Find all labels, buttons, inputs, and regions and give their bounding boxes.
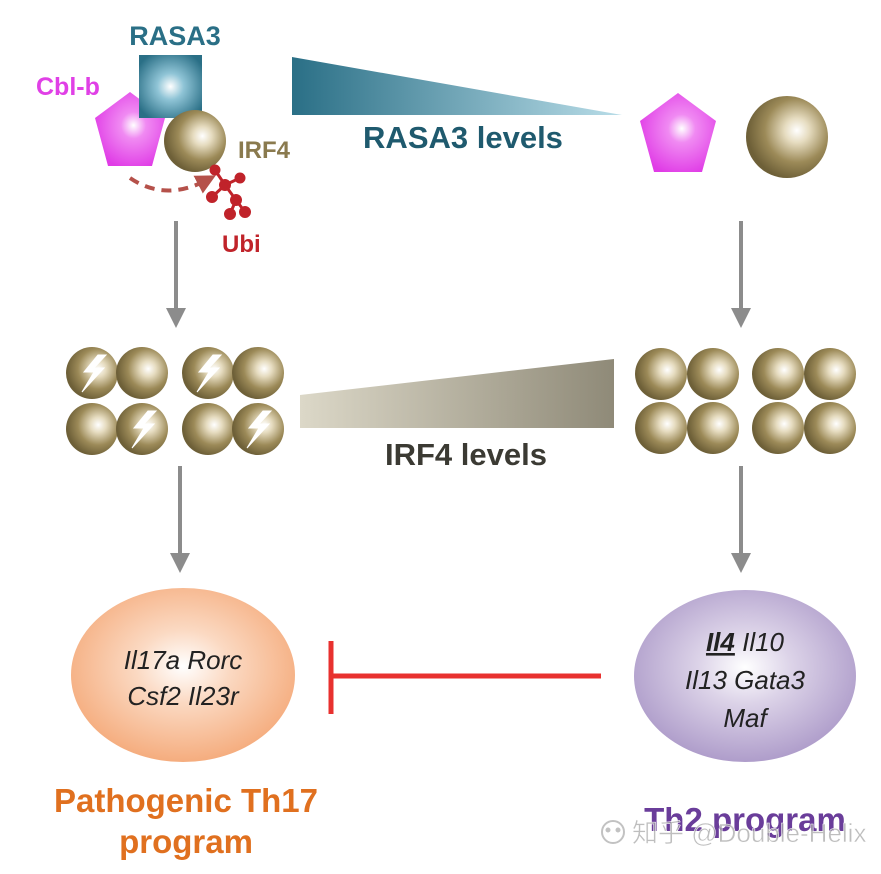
th17-genes-oval (71, 588, 295, 762)
th2-genes-oval (634, 590, 856, 762)
irf4-stable-cluster (635, 348, 856, 454)
watermark-text: 知乎 @Double-Helix (632, 818, 866, 848)
il4-gene-emphasis: Il4 (706, 627, 735, 657)
irf4-levels-label: IRF4 levels (385, 437, 547, 472)
th2-genes-line1: Il4 Il10 (706, 627, 785, 657)
th2-program-label: Th2 program (644, 801, 846, 838)
irf4-levels-wedge (300, 359, 614, 428)
th17-program-label-line2: program (119, 823, 253, 860)
th17-program-label-line1: Pathogenic Th17 (54, 782, 318, 819)
irf4-label: IRF4 (238, 137, 291, 164)
ubiquitin-chain-icon (206, 164, 251, 220)
cblb-free-pentagon (640, 93, 716, 172)
rasa3-square (139, 55, 202, 118)
irf4-degraded-cluster (66, 347, 284, 455)
th2-genes-line3: Maf (723, 703, 769, 733)
th17-genes-line2: Csf2 Il23r (127, 681, 240, 711)
rasa3-levels-wedge (292, 57, 622, 115)
ubi-label: Ubi (222, 231, 261, 258)
th17-genes-line1: Il17a Rorc (124, 645, 243, 675)
th2-genes-line2: Il13 Gata3 (685, 665, 806, 695)
irf4-ball (164, 110, 226, 172)
ubiquitination-dashed-arrow (128, 175, 216, 194)
rasa3-levels-label: RASA3 levels (363, 120, 563, 155)
inhibition-bar (328, 641, 601, 714)
il10-gene: Il10 (735, 627, 785, 657)
watermark-logo-icon (601, 820, 625, 844)
irf4-free-ball (746, 96, 828, 178)
rasa3-label: RASA3 (129, 21, 221, 51)
cblb-label: Cbl-b (36, 73, 100, 101)
